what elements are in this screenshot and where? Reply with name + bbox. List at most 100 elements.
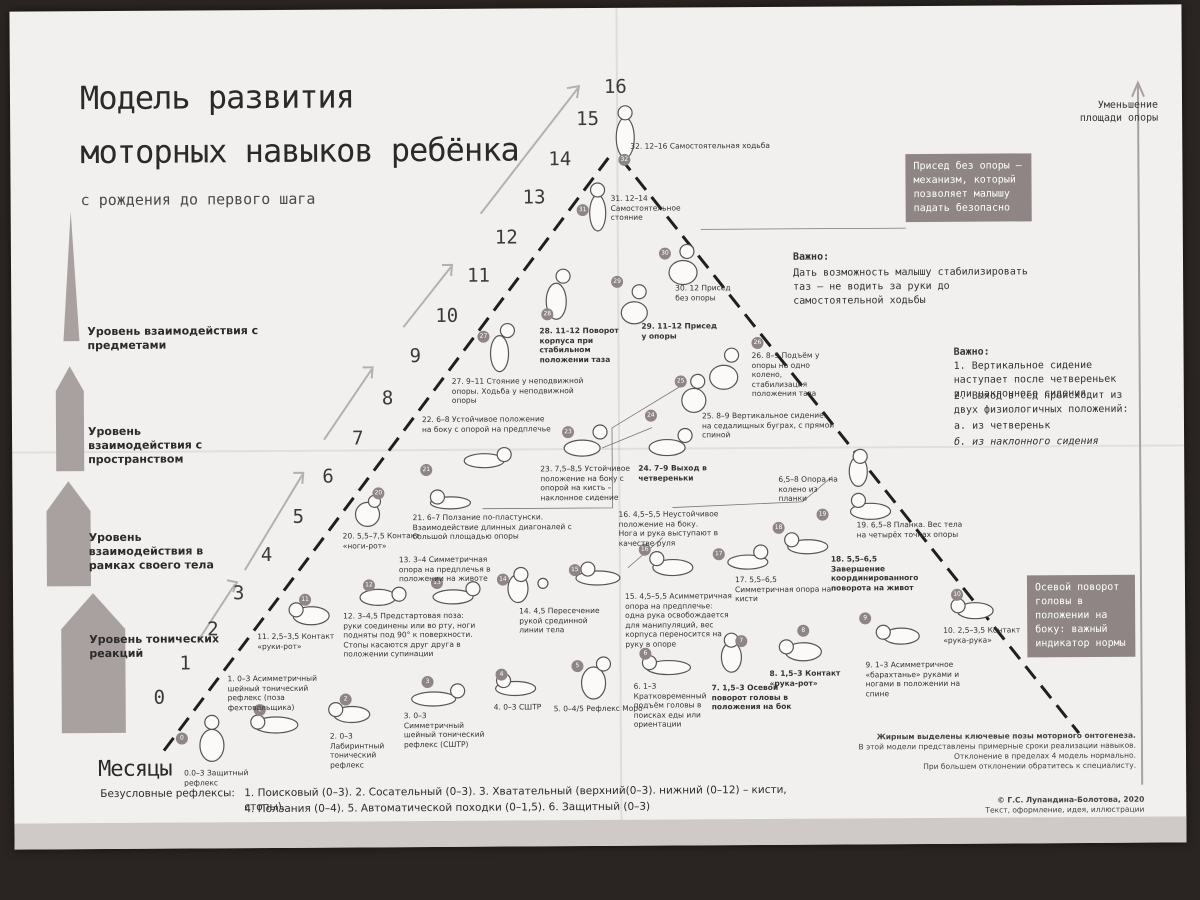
month-number-6: 6 xyxy=(322,465,334,488)
skill-number-23: 23 xyxy=(561,426,575,439)
month-number-2: 2 xyxy=(207,618,219,641)
skill-number-5: 5 xyxy=(571,660,584,673)
skill-number-19: 19 xyxy=(816,508,829,521)
step-arrows xyxy=(197,84,581,641)
skill-caption-28: 28. 11–12 Поворот корпуса при стабильном… xyxy=(539,325,619,364)
skill-number-28: 28 xyxy=(541,308,554,321)
baby-head-13 xyxy=(465,581,481,597)
month-number-14: 14 xyxy=(548,148,572,171)
baby-head-11 xyxy=(288,602,304,618)
support-arrow xyxy=(1131,80,1145,785)
skill-number-4: 4 xyxy=(495,668,508,681)
skill-caption-14: 14. 4,5 Пересечение рукой срединной лини… xyxy=(519,605,600,635)
title-line-1: Модель развития xyxy=(79,77,355,118)
skill-number-20: 20 xyxy=(372,487,385,500)
month-number-15: 15 xyxy=(576,107,600,131)
baby-head-21 xyxy=(429,489,446,505)
baby-head-29 xyxy=(631,284,647,300)
subtitle: с рождения до первого шага xyxy=(80,189,316,210)
baby-figures xyxy=(199,105,994,762)
skill-number-6: 6 xyxy=(639,647,652,660)
month-number-9: 9 xyxy=(409,345,422,368)
baby-figure-13 xyxy=(432,589,474,605)
baby-figure-23 xyxy=(563,439,601,457)
skill-number-15: 15 xyxy=(568,564,581,577)
important-line-4: б. из наклонного сидения xyxy=(954,435,1099,448)
skill-number-0: 0 xyxy=(175,732,188,745)
skill-caption-29: 29. 11–12 Присед у опоры xyxy=(641,321,718,341)
skill-caption-4: 4. 0–3 СШТР xyxy=(493,702,542,712)
baby-head-8 xyxy=(778,639,794,655)
month-number-10: 10 xyxy=(435,304,459,327)
baby-figure-0 xyxy=(199,728,225,762)
month-number-8: 8 xyxy=(381,387,394,410)
baby-head-10 xyxy=(950,598,966,614)
important-text-1: Дать возможность малышу стабилизировать … xyxy=(793,266,1028,307)
skill-caption-10: 10. 2,5–3,5 Контакт «рука-рука» xyxy=(943,625,1021,645)
reflex-label: Безусловные рефлексы: xyxy=(100,787,236,801)
important-title-1: Важно: xyxy=(792,251,830,263)
skill-caption-25: 25. 8–9 Вертикальное сидение: на седалищ… xyxy=(701,410,835,440)
baby-head-25 xyxy=(690,373,706,389)
skill-number-27: 27 xyxy=(477,330,490,343)
skill-number-32: 32 xyxy=(618,153,631,166)
baby-figure-25 xyxy=(681,387,707,414)
baby-head-28 xyxy=(555,268,571,284)
skill-number-2: 2 xyxy=(339,693,352,706)
month-number-16: 16 xyxy=(603,75,627,98)
pyramid-diagram xyxy=(46,80,1145,785)
baby-figure-5 xyxy=(580,666,607,700)
skill-caption-18: 18. 5,5–6,5 Завершение координированного… xyxy=(830,554,919,593)
skill-number-25: 25 xyxy=(674,375,687,388)
month-number-11: 11 xyxy=(467,264,491,287)
skill-caption-11: 11. 2,5–3,5 Контакт «руки-рот» xyxy=(257,631,335,651)
skill-caption-13: 13. 3–4 Симметричная опора на предплечья… xyxy=(398,554,491,584)
skill-caption-0: 0.0–3 Защитный рефлекс xyxy=(184,768,249,788)
level-arrow-1 xyxy=(63,211,80,342)
month-number-1: 1 xyxy=(179,652,191,675)
skill-caption-23: 23. 7,5–8,5 Устойчивое положение на боку… xyxy=(540,463,631,502)
baby-figure-24 xyxy=(648,438,686,457)
baby-figure-29 xyxy=(620,301,648,325)
skill-caption-31: 31. 12–14 Самостоятельное стояние xyxy=(610,193,681,222)
skill-number-10: 10 xyxy=(950,588,964,601)
level-label-body: Уровень взаимодействия в рамках своего т… xyxy=(88,530,214,573)
month-number-5: 5 xyxy=(292,505,305,528)
skill-caption-5: 5. 0–4/5 Рефлекс Моро xyxy=(553,703,643,714)
baby-figure-32 xyxy=(615,117,635,159)
baby-head-17 xyxy=(753,544,769,560)
skill-number-7: 7 xyxy=(735,635,748,648)
skill-number-9: 9 xyxy=(859,612,872,625)
skill-number-17: 17 xyxy=(712,548,725,561)
level-label-tonic: Уровень тонических реакций xyxy=(89,632,220,661)
skill-number-31: 31 xyxy=(576,204,589,217)
baby-head-26 xyxy=(723,347,740,363)
skill-caption-9: 9. 1–3 Асимметричное «барахтанье» руками… xyxy=(865,659,961,698)
skill-caption-32: 32. 12–16 Самостоятельная ходьба xyxy=(630,140,770,151)
baby-head-19a xyxy=(852,448,868,464)
skill-number-11: 11 xyxy=(299,593,312,606)
skill-caption-1: 1. 0–3 Асимметричный шейный тонический р… xyxy=(227,673,317,712)
month-number-0: 0 xyxy=(153,686,166,709)
support-label: Уменьшение площади опоры xyxy=(1079,99,1159,125)
skill-caption-20: 20. 5,5–7,5 Контакт «ноги-рот» xyxy=(342,531,420,551)
level-arrow-3 xyxy=(46,481,91,587)
skill-number-30: 30 xyxy=(658,247,671,260)
baby-figure-12 xyxy=(359,588,397,606)
baby-head-0 xyxy=(204,714,220,730)
month-number-7: 7 xyxy=(351,427,364,450)
skill-number-8: 8 xyxy=(797,624,810,637)
baby-figure-20 xyxy=(354,501,381,528)
baby-head-30 xyxy=(679,243,695,260)
skill-caption-12: 12. 3–4,5 Предстартовая поза: руки соеди… xyxy=(343,610,476,659)
baby-head-18 xyxy=(784,532,800,548)
skill-number-12: 12 xyxy=(362,579,375,592)
month-number-12: 12 xyxy=(494,226,518,249)
important-line-2: 2. Выход в сед происходит из двух физиол… xyxy=(953,389,1129,416)
important-title-2: Важно: xyxy=(953,346,990,358)
baby-figure-3 xyxy=(411,691,457,707)
skill-number-29: 29 xyxy=(611,275,624,288)
skill-caption-16: 16. 4,5–5,5 Неустойчивое положение на бо… xyxy=(618,509,719,548)
skill-caption-24: 24. 7–9 Выход в четвереньки xyxy=(638,463,707,483)
baby-head-22 xyxy=(496,446,512,463)
